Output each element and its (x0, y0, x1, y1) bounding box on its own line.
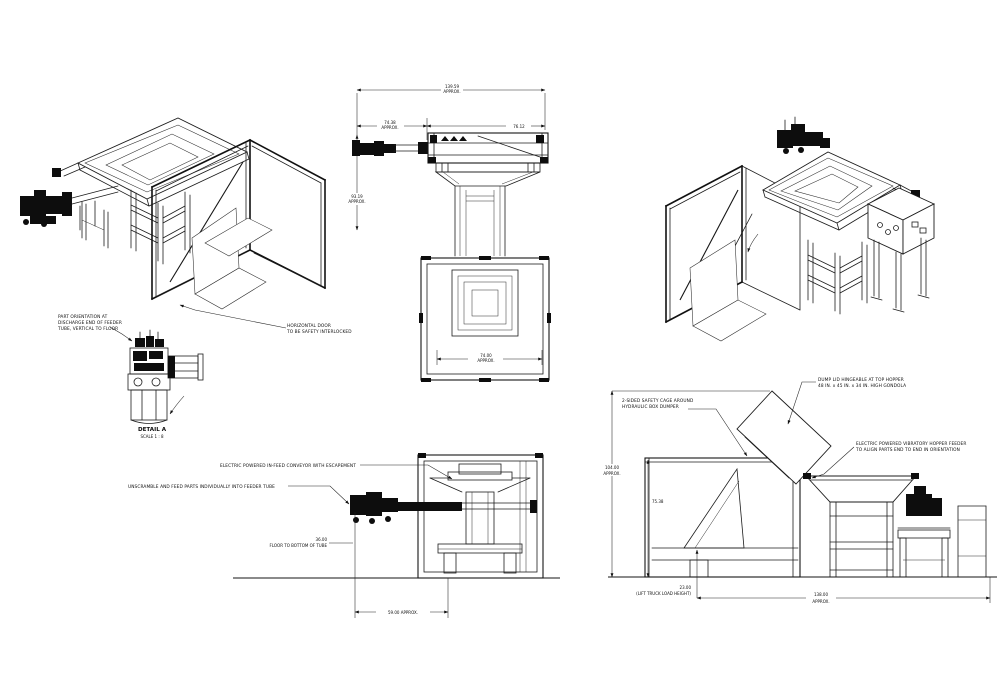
hopper-stand-iso-left (81, 189, 191, 265)
control-box-iso-right (866, 187, 936, 313)
dim-label: 74.38 (384, 120, 396, 125)
note-label: DISCHARGE END OF FEEDER (58, 320, 122, 326)
note-label: TO ALIGN PARTS END TO END IN ORIENTATION (855, 447, 960, 453)
feeder-funnel-plan (434, 171, 541, 257)
infeed-conveyor-plan (352, 140, 429, 156)
gondola-note: DUMP LID HINGEABLE AT TOP HOPPER 48 IN. … (787, 377, 906, 425)
gondola-side (736, 390, 832, 485)
vibratory-feeder-note: ELECTRIC POWERED VIBRATORY HOPPER FEEDER… (811, 441, 966, 479)
dim-label: 139.59 (445, 84, 459, 89)
dim-label: APPROX. (348, 199, 365, 204)
dim-label: APPROX. (812, 599, 829, 604)
detail-a-view: PART ORIENTATION AT DISCHARGE END OF FEE… (57, 314, 204, 439)
safety-cage-iso-right (664, 164, 801, 342)
dim-label: 104.00 (605, 465, 619, 470)
dim-label: 138.00 (814, 592, 828, 597)
dim-label: 23.00 (680, 585, 692, 590)
drive-mechanism-iso-right (777, 116, 830, 154)
note-label: HYDRAULIC BOX DUMPER (622, 404, 679, 410)
side-elevation-view: 104.00 APPROX. 75.38 23.00 (LIFT TRUCK L… (600, 377, 997, 604)
plan-view: 139.59 APPROX. 74.38 APPROX. 76.12 93.19… (179, 84, 551, 382)
dim-label: APPROX. (477, 358, 494, 363)
dim-label: 93.19 (351, 194, 363, 199)
hopper-side (803, 473, 919, 578)
note-label: ELECTRIC POWERED IN-FEED CONVEYOR WITH E… (220, 463, 356, 469)
front-elevation-view: 36.00 FLOOR TO BOTTOM OF TUBE 59.00 APPR… (128, 453, 560, 618)
dim-label: 74.00 (480, 353, 492, 358)
note-label: 48 IN. x 45 IN. x 34 IN. HIGH GONDOLA (818, 383, 906, 389)
isometric-view-right (664, 116, 936, 342)
dim-label: FLOOR TO BOTTOM OF TUBE (270, 543, 328, 548)
dumper-frame-plan (427, 132, 549, 173)
dim-label: APPROX. (603, 471, 620, 476)
dim-label: (LIFT TRUCK LOAD HEIGHT) (636, 591, 691, 596)
discharge-table-side (897, 486, 987, 578)
dim-label: APPROX. (443, 89, 460, 94)
dim-label: 75.38 (652, 499, 664, 504)
note-label: DUMP LID HINGEABLE AT TOP HOPPER (818, 377, 904, 383)
infeed-conveyor-front (350, 492, 537, 524)
escapement-mechanism-detail (127, 329, 204, 424)
hopper-iso-right (747, 151, 920, 253)
note-label: TO BE SAFETY INTERLOCKED (286, 329, 352, 335)
note-label: 2-SIDED SAFETY CAGE AROUND (622, 398, 694, 404)
discharge-note: UNSCRAMBLE AND FEED PARTS INDIVIDUALLY I… (128, 484, 350, 505)
door-interlock-note: HORIZONTAL DOOR TO BE SAFETY INTERLOCKED (179, 304, 352, 335)
cage-note: 2-SIDED SAFETY CAGE AROUND HYDRAULIC BOX… (622, 398, 748, 457)
cage-footprint-plan: 74.00 APPROX. (419, 256, 551, 382)
note-label: HORIZONTAL DOOR (287, 323, 331, 329)
detail-label: DETAIL A (138, 427, 167, 433)
dim-label: 36.00 (316, 537, 328, 542)
hopper-stand-iso-right (807, 239, 868, 315)
note-label: TUBE, VERTICAL TO FLOOR (57, 326, 118, 332)
dim-label: 76.12 (513, 124, 525, 129)
safety-cage-iso-left (150, 138, 327, 310)
bowl-feeder-front (429, 463, 531, 574)
dim-label: APPROX. (381, 125, 398, 130)
note-label: PART ORIENTATION AT (58, 314, 108, 320)
note-label: ELECTRIC POWERED VIBRATORY HOPPER FEEDER (856, 441, 966, 447)
hopper-iso-left (52, 117, 250, 207)
feeder-mechanism-iso (20, 185, 119, 231)
detail-scale-label: SCALE 1 : 8 (140, 434, 164, 439)
dim-label: 59.00 APPROX. (388, 610, 418, 615)
conveyor-note: ELECTRIC POWERED IN-FEED CONVEYOR WITH E… (220, 463, 453, 480)
note-label: UNSCRAMBLE AND FEED PARTS INDIVIDUALLY I… (128, 484, 275, 490)
isometric-view-left (20, 117, 327, 310)
cage-side (644, 457, 801, 578)
